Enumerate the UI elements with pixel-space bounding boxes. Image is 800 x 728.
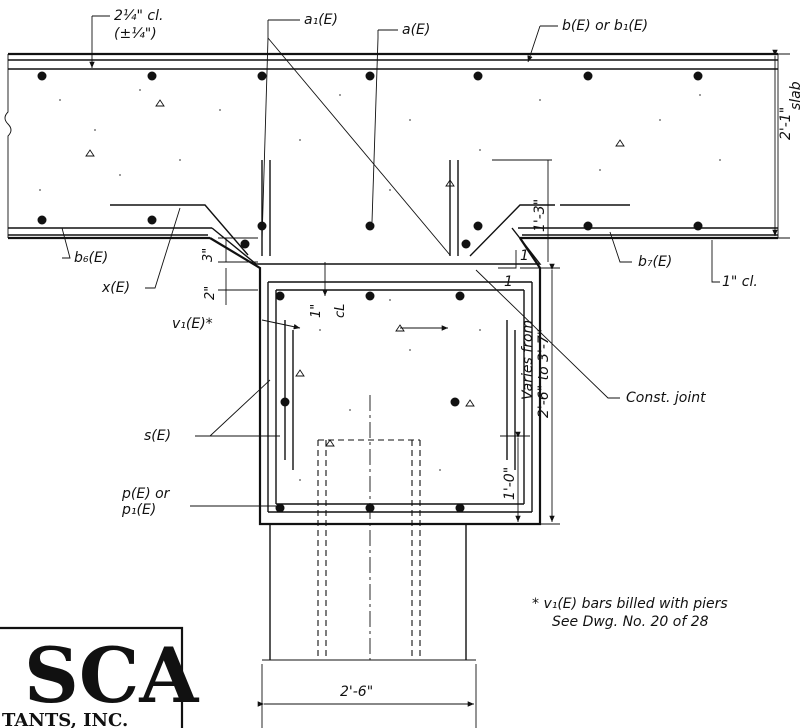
pier <box>262 395 476 661</box>
label-b7: b₇(E) <box>638 254 672 270</box>
leaders <box>61 15 790 728</box>
label-1ft3: 1'-3" <box>532 199 548 232</box>
label-s: s(E) <box>144 428 171 444</box>
label-slope-1a: 1 <box>520 248 529 264</box>
label-1ft0: 1'-0" <box>502 467 518 500</box>
bar-dot <box>275 503 285 513</box>
label-top-cover: 2¼" cl. <box>114 8 163 24</box>
bar-dot <box>280 397 290 407</box>
bar-dot <box>147 215 157 225</box>
label-width: 2'-6" <box>340 684 373 700</box>
logo-small-text: TANTS, INC. <box>2 710 128 728</box>
label-slab: slab <box>788 81 800 110</box>
rebar-sections <box>37 71 703 513</box>
beam-outline <box>209 227 542 526</box>
bar-dot <box>455 503 465 513</box>
label-v1: v₁(E)* <box>172 316 213 332</box>
bar-dot <box>275 291 285 301</box>
label-bottom-cover: 1" cl. <box>722 274 758 290</box>
bar-dot <box>365 291 375 301</box>
logo-big-text: SCA <box>24 631 199 720</box>
bar-dot <box>473 221 483 231</box>
firm-logo: SCA TANTS, INC. <box>0 626 199 728</box>
bar-dot <box>693 221 703 231</box>
label-slab-depth: 2'-1" <box>778 107 794 140</box>
bar-dot <box>450 397 460 407</box>
bar-dot <box>583 221 593 231</box>
label-top-cover-tol: (±¼") <box>114 26 157 42</box>
labels: 2¼" cl. (±¼") a₁(E) a(E) b(E) or b₁(E) 2… <box>74 8 800 700</box>
bar-dot <box>455 291 465 301</box>
bar-dot <box>147 71 157 81</box>
label-b6: b₆(E) <box>74 250 108 266</box>
bar-dot <box>365 221 375 231</box>
label-x: x(E) <box>101 280 130 296</box>
label-b-or-b1: b(E) or b₁(E) <box>562 18 648 34</box>
bar-dot <box>37 71 47 81</box>
label-varies-2: 2'-6" to 3'-7" <box>536 329 552 418</box>
bar-dot <box>240 239 250 249</box>
bar-dot <box>257 71 267 81</box>
label-p-a: p(E) or <box>121 486 171 502</box>
note-line-2: See Dwg. No. 20 of 28 <box>552 614 709 630</box>
label-const-joint: Const. joint <box>626 390 706 406</box>
bar-dot <box>37 215 47 225</box>
label-p-b: p₁(E) <box>121 502 156 518</box>
label-slope-1b: 1 <box>504 274 513 290</box>
label-cl: cL <box>333 304 348 318</box>
deck-slab <box>4 52 779 240</box>
haunch-bars <box>110 160 630 257</box>
concrete-speckles <box>39 89 721 481</box>
label-3in: 3" <box>201 248 216 262</box>
bar-dot <box>473 71 483 81</box>
bar-dot <box>365 71 375 81</box>
bar-dot <box>461 239 471 249</box>
label-1in: 1" <box>309 304 324 318</box>
label-a: a(E) <box>402 22 430 38</box>
note-line-1: * v₁(E) bars billed with piers <box>532 596 728 612</box>
bar-dot <box>583 71 593 81</box>
label-2in: 2" <box>203 286 218 300</box>
label-a1: a₁(E) <box>304 12 338 28</box>
bar-dot <box>693 71 703 81</box>
bar-dot <box>365 503 375 513</box>
label-varies-1: Varies from <box>520 320 536 400</box>
